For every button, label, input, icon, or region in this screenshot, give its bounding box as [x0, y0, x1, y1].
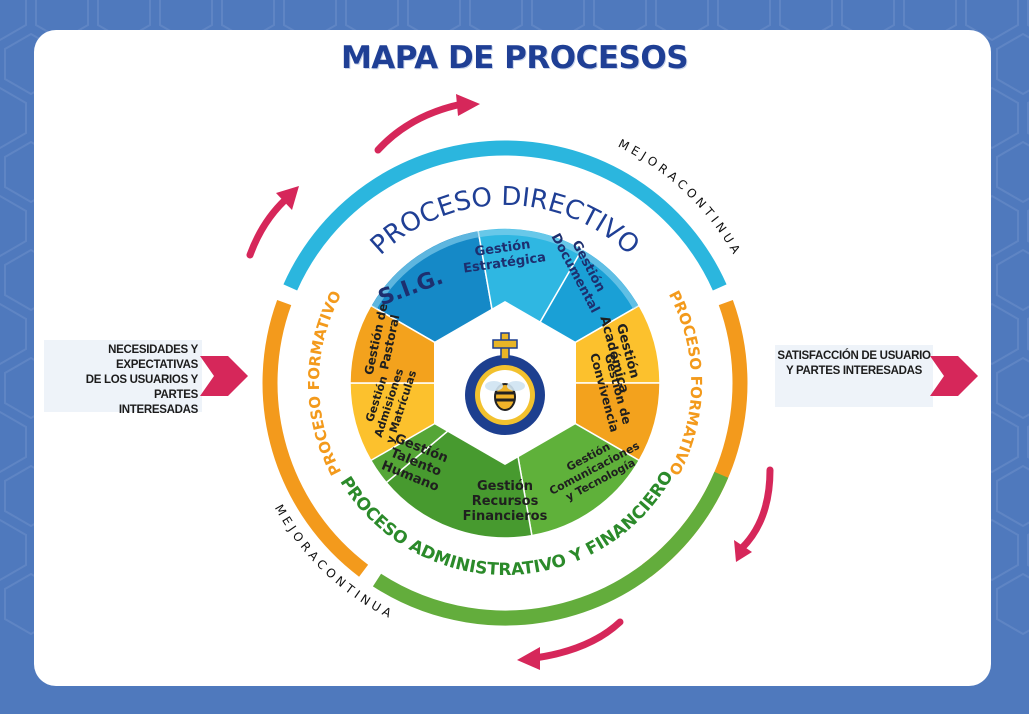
school-logo — [465, 332, 545, 435]
background-hexagon — [1027, 101, 1029, 135]
arrow-right-lower-head — [734, 540, 752, 562]
output-arrow — [930, 356, 978, 396]
ring-formativo-left — [262, 300, 369, 577]
background-hexagon — [0, 86, 27, 150]
label-gestion-recursos-financieros-line: Recursos — [472, 494, 539, 509]
label-gestion-recursos-financieros-line: Financieros — [463, 509, 548, 524]
background-hexagon — [1027, 425, 1029, 459]
background-hexagon — [996, 356, 1029, 420]
ring-directivo-outer — [283, 140, 727, 291]
output-line: SATISFACCIÓN DE USUARIO — [777, 350, 931, 362]
background-hexagon — [1027, 209, 1029, 243]
background-hexagon — [0, 410, 27, 474]
bee-wing — [507, 381, 525, 391]
background-hexagon — [1027, 533, 1029, 567]
arrow-top-left-head — [456, 94, 480, 116]
output-box: SATISFACCIÓN DE USUARIO Y PARTES INTERES… — [775, 345, 933, 407]
label-proceso-formativo-right-path: PROCESO FORMATIVO — [665, 288, 705, 478]
arrow-left-upper-head — [276, 186, 299, 210]
page-title: MAPA DE PROCESOS — [340, 40, 689, 76]
arrow-top-left — [374, 100, 466, 154]
arrow-bottom-right-head — [517, 647, 540, 670]
input-line: NECESIDADES Y EXPECTATIVAS — [108, 344, 198, 371]
arrow-right-lower — [738, 466, 774, 552]
label-proceso-formativo-right: PROCESO FORMATIVO — [665, 288, 705, 478]
background-hexagon — [0, 194, 27, 258]
outer-rings — [262, 140, 748, 626]
background-hexagon — [965, 0, 1019, 42]
ring-administrativo-outer — [372, 471, 729, 626]
output-line: Y PARTES INTERESADAS — [785, 365, 923, 377]
background-hexagon — [0, 302, 27, 366]
bee-icon — [494, 383, 516, 411]
logo-cross-horizontal — [492, 339, 518, 349]
background-hexagon — [996, 140, 1029, 204]
wheel-highlight — [371, 229, 639, 310]
label-gestion-recursos-financieros-line: Gestión — [477, 479, 533, 494]
input-line: INTERESADAS — [118, 404, 198, 416]
background-hexagon — [996, 248, 1029, 312]
input-box: NECESIDADES Y EXPECTATIVAS DE LOS USUARI… — [44, 340, 202, 416]
label-proceso-formativo-left-path: PROCESO FORMATIVO — [305, 288, 345, 478]
background-hexagon — [1027, 317, 1029, 351]
background-hexagon — [0, 518, 27, 582]
background-hexagon — [996, 464, 1029, 528]
input-line: DE LOS USUARIOS Y PARTES — [85, 374, 199, 401]
background-hexagon — [996, 572, 1029, 636]
background-hexagon — [996, 32, 1029, 96]
arrow-left-upper — [246, 196, 289, 259]
label-proceso-formativo-left: PROCESO FORMATIVO — [305, 288, 345, 478]
input-arrow — [200, 356, 248, 396]
bee-wing — [485, 381, 503, 391]
arrow-bottom-right — [531, 618, 624, 662]
